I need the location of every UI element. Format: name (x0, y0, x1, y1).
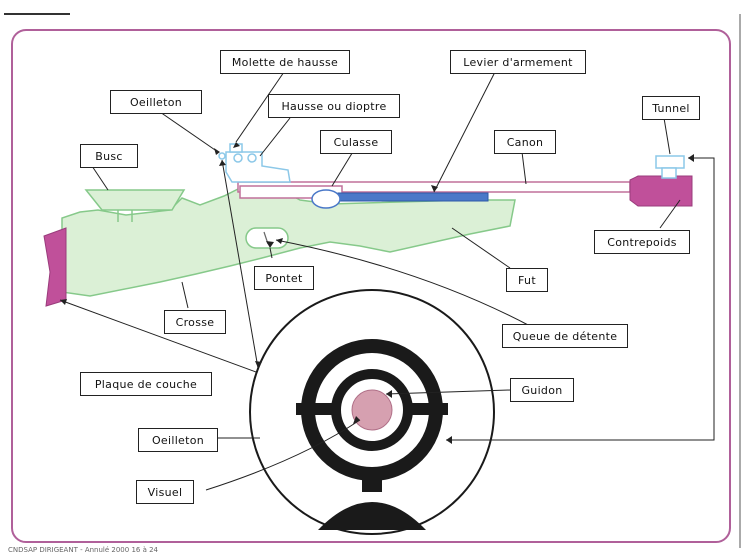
diagram-frame (11, 29, 731, 543)
label-tunnel: Tunnel (642, 96, 700, 120)
label-oeilleton-top: Oeilleton (110, 90, 202, 114)
footer-caption: CNDSAP DIRIGEANT - Annulé 2000 16 à 24 (8, 546, 158, 554)
label-contrepoids: Contrepoids (594, 230, 690, 254)
bolt (311, 189, 341, 209)
label-hausse-ou-dioptre: Hausse ou dioptre (268, 94, 400, 118)
counterweight (629, 175, 693, 207)
label-molette-de-hausse: Molette de hausse (220, 50, 350, 74)
label-oeilleton-bottom: Oeilleton (138, 428, 218, 452)
bullseye (351, 389, 393, 431)
label-busc: Busc (80, 144, 138, 168)
label-levier-armement: Levier d'armement (450, 50, 586, 74)
label-crosse: Crosse (164, 310, 226, 334)
busc-cheekpiece (84, 189, 186, 211)
trigger-guard (245, 227, 289, 249)
label-queue-de-detente: Queue de détente (502, 324, 628, 348)
label-visuel: Visuel (136, 480, 194, 504)
tunnel-sight (655, 155, 685, 179)
label-fut: Fut (506, 268, 548, 292)
label-canon: Canon (494, 130, 556, 154)
label-guidon: Guidon (510, 378, 574, 402)
label-plaque-de-couche: Plaque de couche (80, 372, 212, 396)
front-post (318, 502, 426, 530)
label-pontet: Pontet (254, 266, 314, 290)
label-culasse: Culasse (320, 130, 392, 154)
buttplate (43, 227, 67, 307)
cocking-lever (337, 192, 489, 202)
rear-sight (218, 143, 291, 183)
